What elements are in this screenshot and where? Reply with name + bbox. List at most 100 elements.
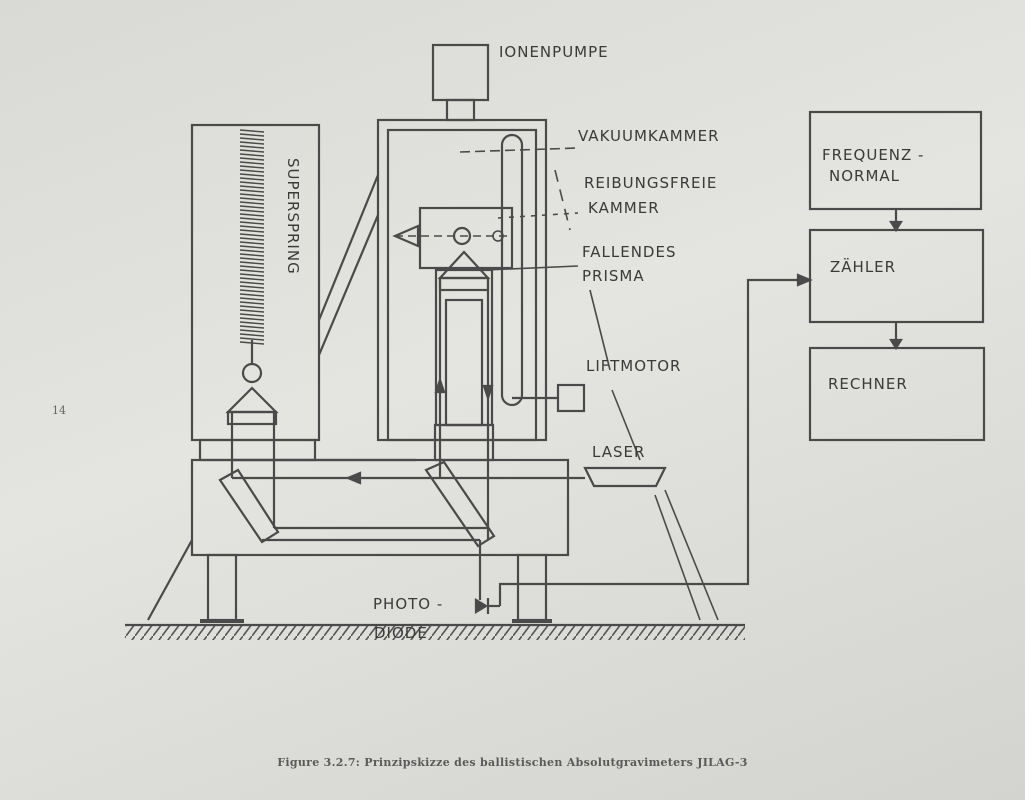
falling-prism-holder [438,276,490,292]
label-counter: ZÄHLER [830,257,896,276]
spring-coil-turn [239,129,265,133]
spring-coil-turn [239,213,265,217]
spring-coil [239,129,265,345]
label-frequency-1: FREQUENZ - [822,146,924,164]
signal-wire [498,278,806,606]
column-connector [317,174,380,321]
spring-coil-turn [239,325,265,329]
spring-coil-turn [239,185,265,189]
spring-coil-turn [239,269,265,273]
label-drag-free-1: REIBUNGSFREIE [584,174,717,192]
ion-pump [431,43,490,102]
drag-free-leader [497,212,579,219]
label-frequency-2: NORMAL [829,167,900,185]
spring-coil-turn [239,157,265,161]
spring-coil-turn [239,245,265,249]
spring-coil-turn [239,209,265,213]
leg-right-e [554,169,571,231]
spring-coil-turn [239,169,265,173]
spring-coil-turn [239,265,265,269]
ground-hatching [125,625,745,640]
spring-coil-turn [239,289,265,293]
spring-coil-turn [239,149,265,153]
lift-belt [500,133,524,407]
label-computer: RECHNER [828,375,908,393]
column-connector-2 [317,214,380,356]
label-vacuum-chamber: VAKUUMKAMMER [578,127,720,145]
margin-mark: 14 [52,404,66,417]
reference-prism [225,386,279,414]
lift-cage [434,268,494,427]
spring-coil-turn [239,217,265,221]
spring-coil-turn [239,221,265,225]
spring-coil-turn [239,205,265,209]
mirror-left [218,468,280,544]
spring-coil-turn [239,193,265,197]
arrow-beam-up [434,376,446,394]
label-photo-1: PHOTO - [373,595,443,613]
spring-coil-turn [239,285,265,289]
arrow-freq-counter [889,220,903,233]
leg-right-d [654,494,701,621]
vacuum-chamber-inner [386,128,538,442]
spring-coil-turn [239,293,265,297]
spring-coil-turn [239,225,265,229]
arrow-counter-computer [889,338,903,351]
spring-coil-turn [239,237,265,241]
leg-right-a [589,289,611,371]
spring-coil-turn [239,317,265,321]
photodiode [474,598,489,614]
reference-prism-holder [226,410,278,426]
spring-coil-turn [239,229,265,233]
leg-right-b [611,389,641,461]
optics-cone [392,224,420,248]
spring-coil-turn [239,173,265,177]
spring-coil-turn [239,329,265,333]
falling-prism [437,250,491,280]
lift-motor [556,383,586,413]
arrow-laser [345,471,362,485]
spring-mass [241,362,263,384]
spring-coil-turn [239,321,265,325]
spring-coil-turn [239,141,265,145]
cage-base [433,423,495,462]
laser [583,466,667,488]
mirror-right [424,460,496,548]
ion-pump-neck [445,98,476,122]
spring-coil-turn [239,305,265,309]
vacuum-chamber-outer [376,118,548,442]
spring-coil-turn [239,277,265,281]
spring-coil-turn [239,165,265,169]
lift-cage-inner [444,298,484,427]
spring-coil-turn [239,273,265,277]
spring-coil-turn [239,333,265,337]
spring-coil-turn [239,253,265,257]
spring-coil-turn [239,145,265,149]
superspring-base [198,438,317,462]
label-superspring: SUPERSPRING [284,158,302,275]
spring-coil-turn [239,249,265,253]
spring-coil-turn [239,233,265,237]
spring-coil-turn [239,313,265,317]
spring-coil-turn [239,309,265,313]
spring-coil-turn [239,161,265,165]
spring-coil-turn [239,201,265,205]
spring-coil-turn [239,301,265,305]
spring-coil-turn [239,133,265,137]
label-laser: LASER [592,443,645,461]
label-drag-free-2: KAMMER [588,199,660,217]
computer-box [808,346,986,442]
spring-coil-turn [239,177,265,181]
spring-coil-turn [239,297,265,301]
label-photo-2: DIODE [374,624,428,642]
table-leg-left [206,553,238,622]
spring-coil-turn [239,281,265,285]
leg-right-c [664,489,719,621]
spring-coil-turn [239,261,265,265]
table-strut-left [147,539,193,621]
spring-coil-turn [239,189,265,193]
drag-free-chamber [418,206,514,270]
vacuum-chamber-leader [459,147,579,153]
